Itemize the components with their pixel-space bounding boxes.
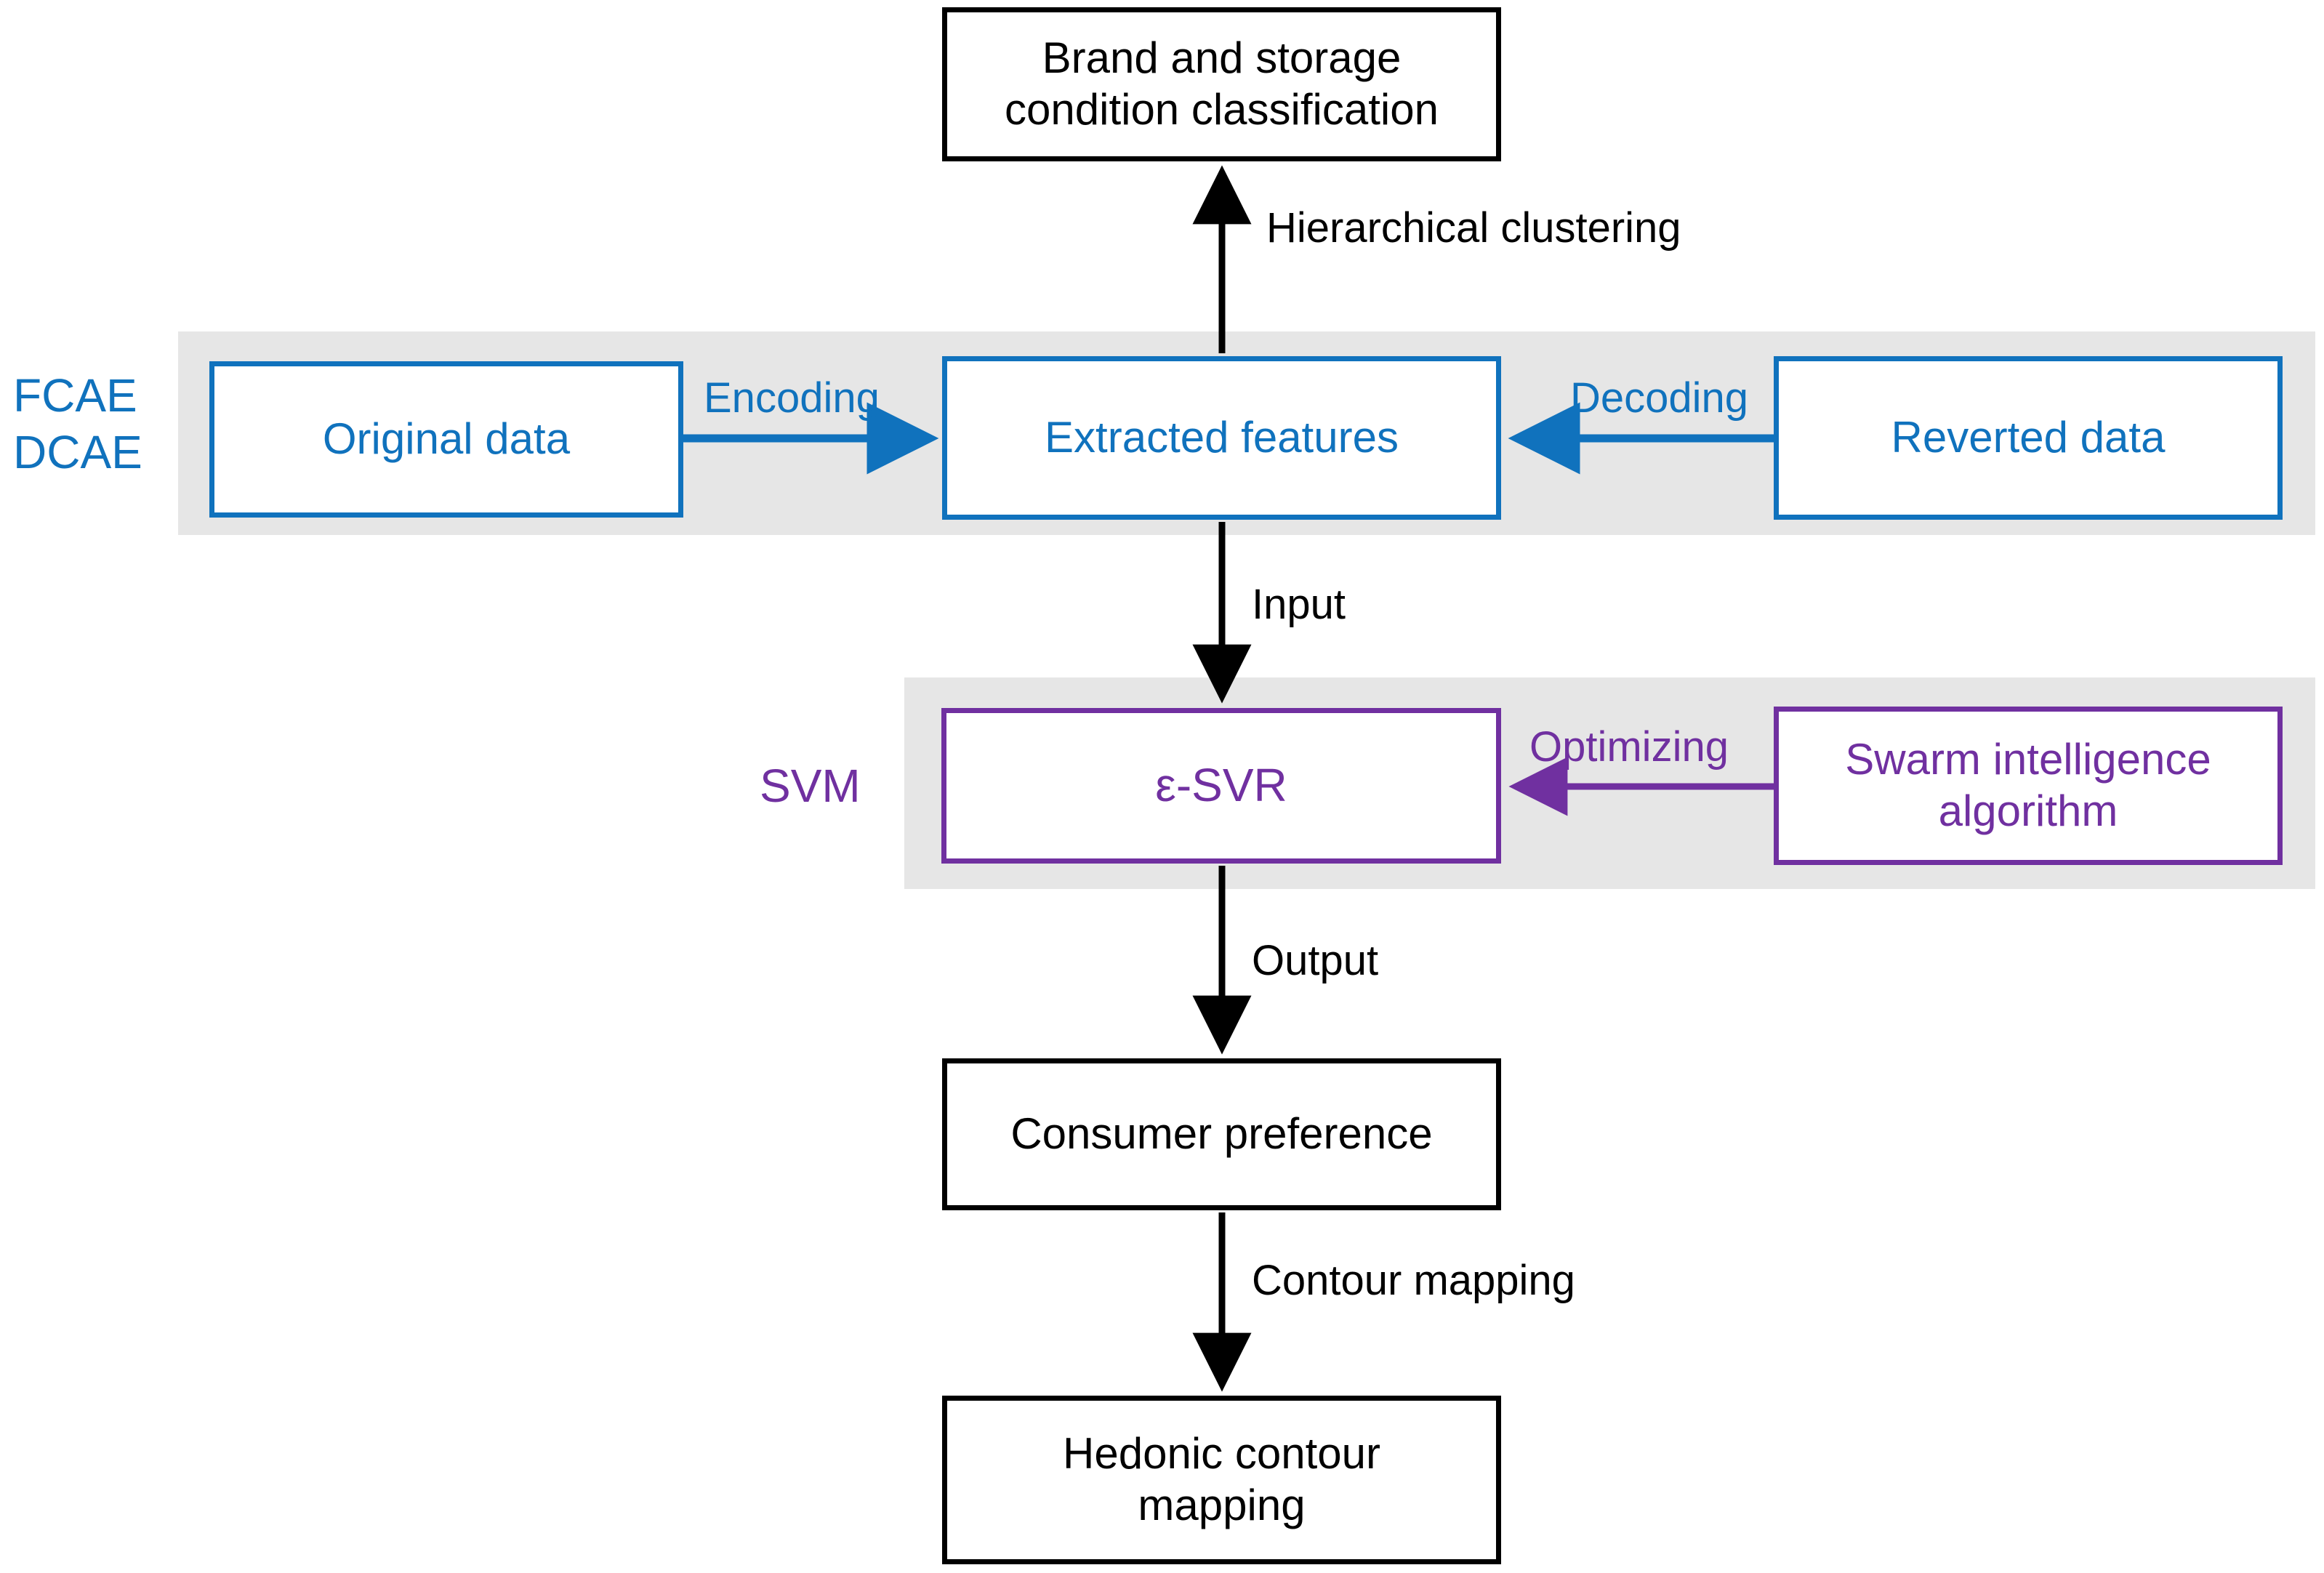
edge-label-optimizing: Optimizing — [1529, 723, 1729, 771]
group-label-svm: SVM — [760, 760, 861, 812]
node-epsilon-svr[interactable]: ε-SVR — [941, 708, 1501, 864]
edge-label-encoding: Encoding — [704, 374, 880, 422]
edge-label-decoding: Decoding — [1570, 374, 1749, 422]
node-brand-storage-classification[interactable]: Brand and storage condition classificati… — [942, 7, 1501, 161]
node-consumer-preference[interactable]: Consumer preference — [942, 1058, 1501, 1210]
node-reverted-data[interactable]: Reverted data — [1774, 356, 2283, 520]
node-swarm-intelligence-algorithm[interactable]: Swarm intelligence algorithm — [1774, 707, 2283, 865]
node-original-data[interactable]: Original data — [209, 361, 683, 518]
edge-label-contour-mapping: Contour mapping — [1252, 1257, 1575, 1304]
edge-label-output: Output — [1252, 937, 1379, 984]
node-extracted-features[interactable]: Extracted features — [942, 356, 1501, 520]
node-hedonic-contour-mapping[interactable]: Hedonic contour mapping — [942, 1396, 1501, 1564]
edge-label-hierarchical-clustering: Hierarchical clustering — [1266, 204, 1681, 252]
group-label-fcae-dcae: FCAE DCAE — [13, 369, 142, 479]
edge-label-input: Input — [1252, 581, 1346, 628]
